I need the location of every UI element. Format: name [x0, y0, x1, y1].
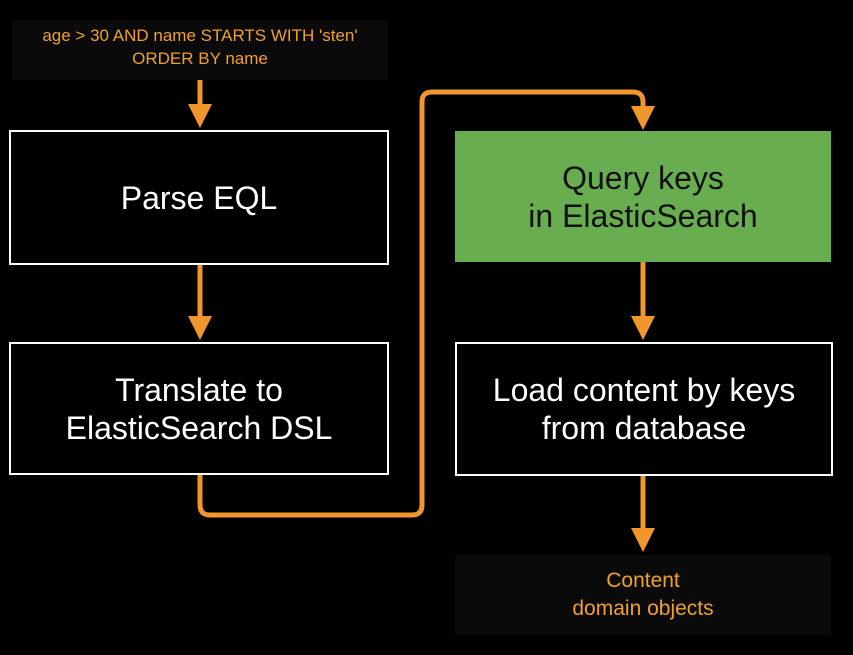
input-query-label: age > 30 AND name STARTS WITH 'sten' ORD… — [12, 20, 388, 80]
output-label: Content domain objects — [455, 555, 831, 635]
output-line1: Content — [606, 569, 680, 592]
parse-eql-text: Parse EQL — [120, 179, 278, 216]
arrowhead-parse-to-translate — [188, 316, 212, 340]
translate-dsl-box: Translate to ElasticSearch DSL — [9, 342, 389, 475]
output-line2: domain objects — [572, 597, 714, 620]
translate-line2: ElasticSearch DSL — [65, 409, 333, 446]
parse-eql-box: Parse EQL — [9, 130, 389, 265]
input-query-line2: ORDER BY name — [132, 49, 268, 68]
translate-line1: Translate to — [115, 371, 283, 408]
query-keys-box: Query keys in ElasticSearch — [455, 131, 831, 262]
load-content-line1: Load content by keys — [492, 372, 796, 408]
arrowhead-query-to-load — [631, 316, 655, 340]
input-query-line1: age > 30 AND name STARTS WITH 'sten' — [42, 26, 358, 45]
arrowhead-load-to-output — [631, 528, 655, 552]
load-content-box: Load content by keys from database — [455, 342, 833, 476]
arrowhead-query-to-parse — [188, 104, 212, 128]
load-content-line2: from database — [541, 410, 747, 446]
query-keys-line1: Query keys — [562, 159, 724, 196]
arrowhead-translate-to-query — [631, 106, 655, 130]
query-keys-line2: in ElasticSearch — [528, 197, 758, 234]
